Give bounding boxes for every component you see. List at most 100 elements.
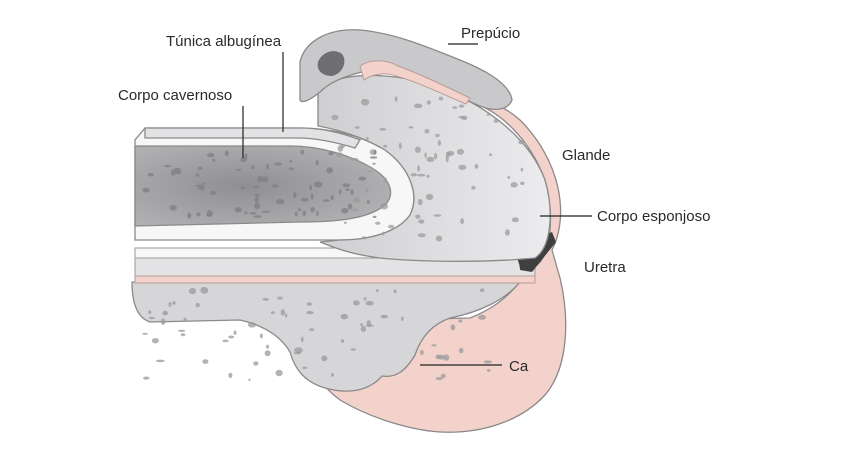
pore [354,126,360,129]
pore [253,361,259,366]
pore [162,310,168,316]
pore [350,189,354,195]
pore [458,104,465,108]
pore [234,207,242,213]
pore [310,193,314,200]
pore [302,366,308,369]
pore [456,148,465,155]
pore [195,302,200,308]
pore [292,192,297,199]
pore [289,159,292,163]
pore [435,133,440,138]
pore [353,300,360,306]
pore [228,372,233,379]
pore [266,344,269,349]
pore [309,328,314,332]
pore [438,354,445,360]
pore [201,182,205,186]
pore [313,181,323,188]
pore [147,172,154,177]
pore [458,319,463,323]
pore [174,168,182,175]
pore [259,333,263,339]
pore [173,167,181,171]
pore [360,323,364,326]
pore [143,376,150,380]
pore [361,99,370,106]
pore [434,152,438,160]
pore [353,196,360,204]
prepucio-dark-spot [317,51,345,76]
pore [380,202,388,210]
pore [363,297,367,301]
pore [163,164,172,168]
pore [489,153,492,157]
label-glande: Glande [562,147,610,164]
spongy-pores [142,96,525,381]
pore [261,176,269,183]
pore [247,322,257,328]
pore [301,336,304,343]
pore [437,140,442,146]
pore [142,332,148,335]
pore [257,175,263,183]
pore [249,212,257,215]
pore [360,325,367,332]
pore [284,313,288,318]
pore [443,354,450,361]
pore [350,348,357,351]
pore [340,313,349,320]
pore [241,186,245,190]
pore [341,207,349,214]
pore [349,157,359,161]
pore [233,330,237,335]
pore [297,208,302,211]
pore [253,215,262,218]
pore [471,185,476,190]
pore [520,181,525,186]
prepucio-inner [359,60,471,105]
pore [388,224,395,229]
pore [340,339,345,343]
pore [424,129,430,134]
pore [450,324,456,331]
pore [210,190,217,196]
pore [293,351,301,355]
label-prepucio: Prepúcio [461,25,520,42]
pore [364,187,369,194]
pore [372,162,376,165]
pore [306,311,314,315]
pore [383,177,387,183]
pore [458,347,464,354]
pore [294,347,303,354]
pore [343,221,347,224]
pore [486,113,490,116]
pore [277,296,283,300]
pore [410,173,418,177]
pore [458,164,467,170]
pore [328,151,334,156]
pore [170,169,176,176]
pore [452,106,458,109]
corpo-cavernoso-shape [134,145,392,227]
pore [300,149,305,155]
pore [420,349,424,356]
pore [309,184,313,191]
pore [266,163,269,170]
pore [520,167,524,172]
pore [366,200,370,204]
pore [244,153,248,160]
pore [483,360,493,364]
pore [505,229,510,236]
pore [206,214,212,217]
pore [401,316,404,321]
pore [271,184,279,188]
pore [180,333,186,337]
pore [433,214,442,217]
pore [142,187,150,193]
pore [330,194,334,201]
pore [413,103,423,109]
pore [361,236,367,240]
pore [493,118,499,123]
